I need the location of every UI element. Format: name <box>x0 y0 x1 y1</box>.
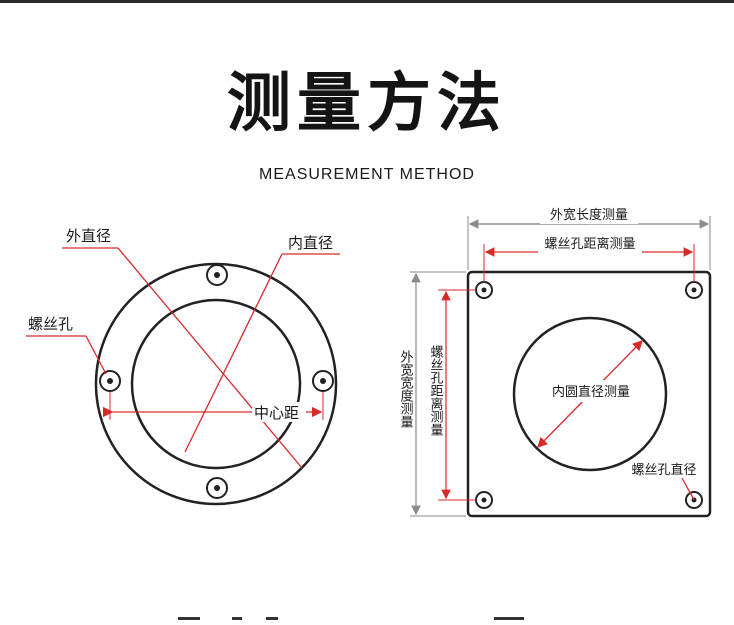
inner-circle-label: 内圆直径测量 <box>552 384 630 400</box>
outer-width-label: 外宽宽度测量 <box>398 350 414 428</box>
square-bolt-hole-tr <box>685 281 703 299</box>
round-flange <box>26 247 340 506</box>
hole-diameter-leader <box>681 477 695 501</box>
center-distance-label: 中心距 <box>254 404 299 422</box>
square-plate <box>466 270 712 518</box>
bottom-mark <box>232 617 242 620</box>
bolt-hole-leader-diag <box>85 335 107 375</box>
hole-distance-side-label: 螺丝孔距离测量 <box>428 345 444 436</box>
square-flange <box>410 216 712 518</box>
square-bolt-hole-bl <box>475 491 493 509</box>
hole-distance-top-label: 螺丝孔距离测量 <box>544 236 635 252</box>
top-rule <box>0 0 734 3</box>
round-outer-circle <box>94 262 338 506</box>
bottom-mark <box>266 617 278 620</box>
bottom-mark <box>178 617 200 620</box>
bolt-hole-left <box>99 370 121 392</box>
outer-diameter-label: 外直径 <box>66 227 111 245</box>
square-inner-circle <box>512 316 668 472</box>
bolt-hole-right <box>312 370 334 392</box>
bottom-mark <box>494 617 524 620</box>
outer-length-label: 外宽长度测量 <box>550 207 628 223</box>
round-inner-circle <box>130 298 302 470</box>
outer-diameter-line <box>117 247 303 469</box>
inner-diameter-line <box>184 253 283 453</box>
page-title: 测量方法 <box>227 67 507 141</box>
page-subtitle: MEASUREMENT METHOD <box>259 166 475 183</box>
inner-diameter-label: 内直径 <box>288 234 333 252</box>
bolt-hole-label: 螺丝孔 <box>28 315 73 333</box>
bolt-hole-bottom <box>206 477 228 499</box>
square-bolt-hole-tl <box>475 281 493 299</box>
bolt-hole-top <box>206 264 228 286</box>
hole-diameter-label: 螺丝孔直径 <box>631 463 696 478</box>
